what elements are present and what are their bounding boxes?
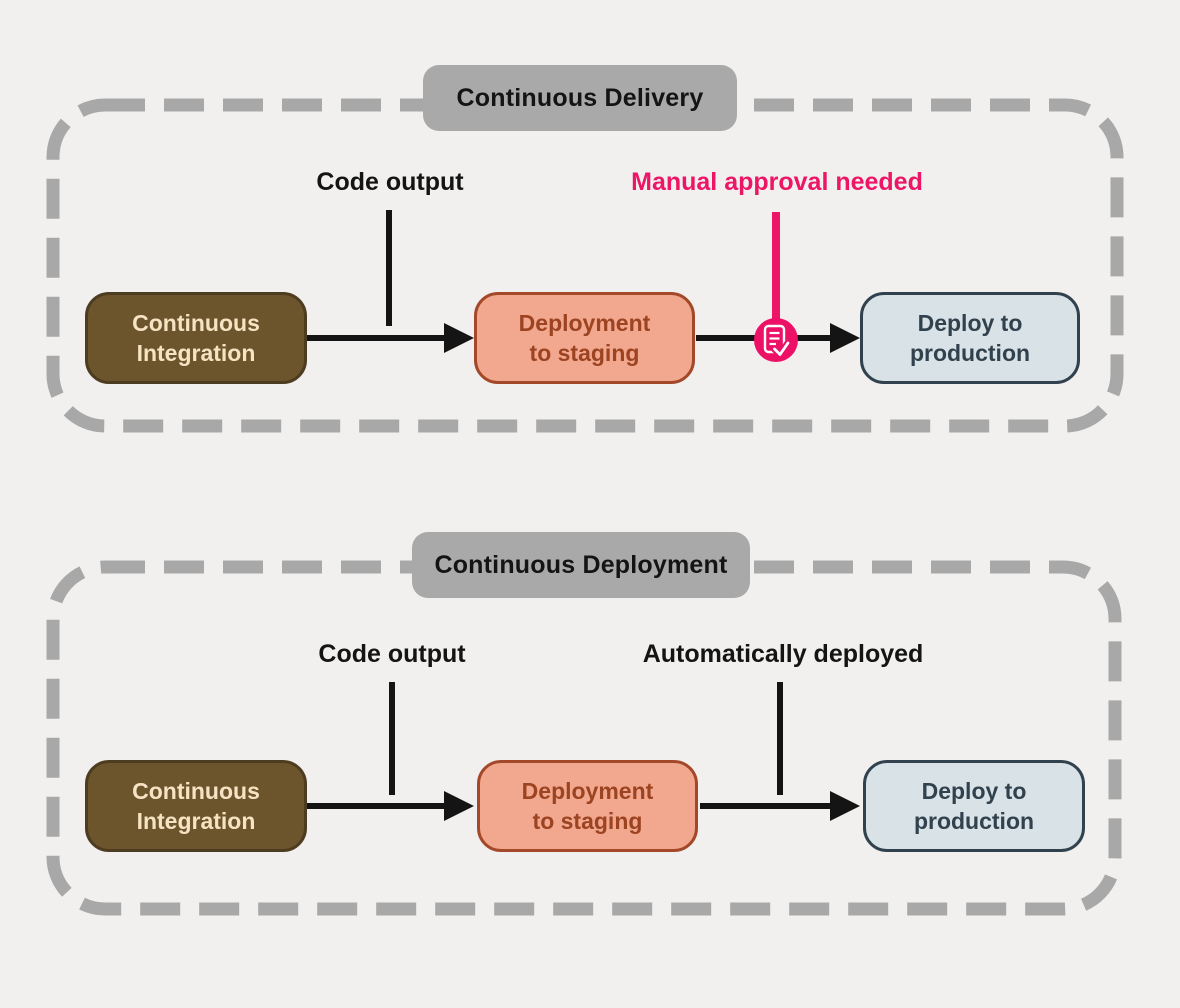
delivery-staging-node: Deployment to staging [474, 292, 695, 384]
document-check-icon [754, 318, 798, 362]
delivery-production-node: Deploy to production [860, 292, 1080, 384]
deployment-group-border [46, 560, 1122, 916]
delivery-section-title: Continuous Delivery [423, 65, 737, 131]
delivery-ci-node: Continuous Integration [85, 292, 307, 384]
auto-deployed-annotation: Automatically deployed [642, 640, 924, 668]
delivery-connectors [306, 210, 860, 353]
deployment-staging-node: Deployment to staging [477, 760, 698, 852]
code-output-annotation: Code output [316, 168, 464, 196]
deployment-section-title: Continuous Deployment [412, 532, 750, 598]
manual-approval-annotation: Manual approval needed [631, 168, 923, 196]
delivery-title-label: Continuous Delivery [456, 83, 704, 112]
deployment-connectors [306, 682, 860, 821]
deployment-title-label: Continuous Deployment [434, 550, 728, 579]
deployment-production-node: Deploy to production [863, 760, 1085, 852]
code-output-annotation: Code output [318, 640, 466, 668]
deployment-ci-node: Continuous Integration [85, 760, 307, 852]
